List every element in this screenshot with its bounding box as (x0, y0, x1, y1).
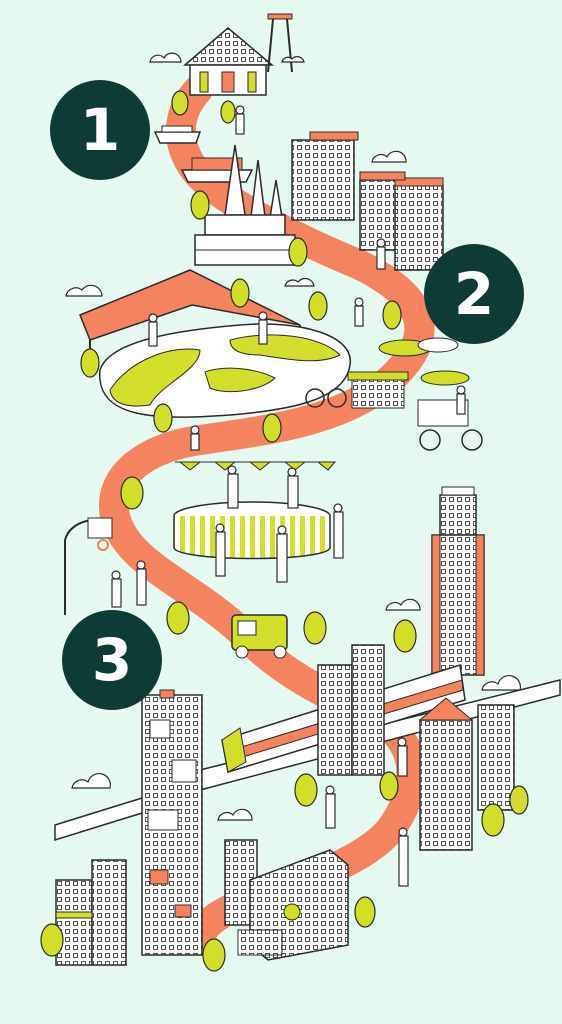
people (111, 105, 466, 887)
basketball-hoop (64, 517, 113, 615)
city-blocks-lower-center (224, 839, 349, 961)
temple-pavilion (182, 27, 275, 96)
stop-marker-3: 3 (62, 610, 162, 710)
park-grass (109, 348, 201, 407)
city-blocks-lower-left (55, 859, 127, 966)
shophouses-upper (291, 131, 444, 271)
pixel-skyscraper (141, 689, 203, 956)
city-blocks-mid (317, 644, 515, 851)
giant-swing (267, 13, 293, 73)
stop-marker-label: 3 (91, 626, 133, 694)
clouds (65, 52, 521, 821)
park-grass (204, 367, 276, 393)
stupa-group (194, 144, 296, 266)
trees (40, 90, 529, 972)
clock-tower (431, 486, 485, 676)
boat-long (180, 157, 254, 183)
stop-marker-label: 2 (453, 260, 495, 328)
stop-marker-1: 1 (50, 80, 150, 180)
route-path (99, 75, 435, 950)
park-grass (229, 334, 341, 362)
stop-marker-2: 2 (424, 244, 524, 344)
tuk-tuk (231, 614, 288, 659)
stop-marker-label: 1 (79, 96, 121, 164)
boat-small (153, 125, 202, 144)
performance-stage (173, 461, 337, 560)
